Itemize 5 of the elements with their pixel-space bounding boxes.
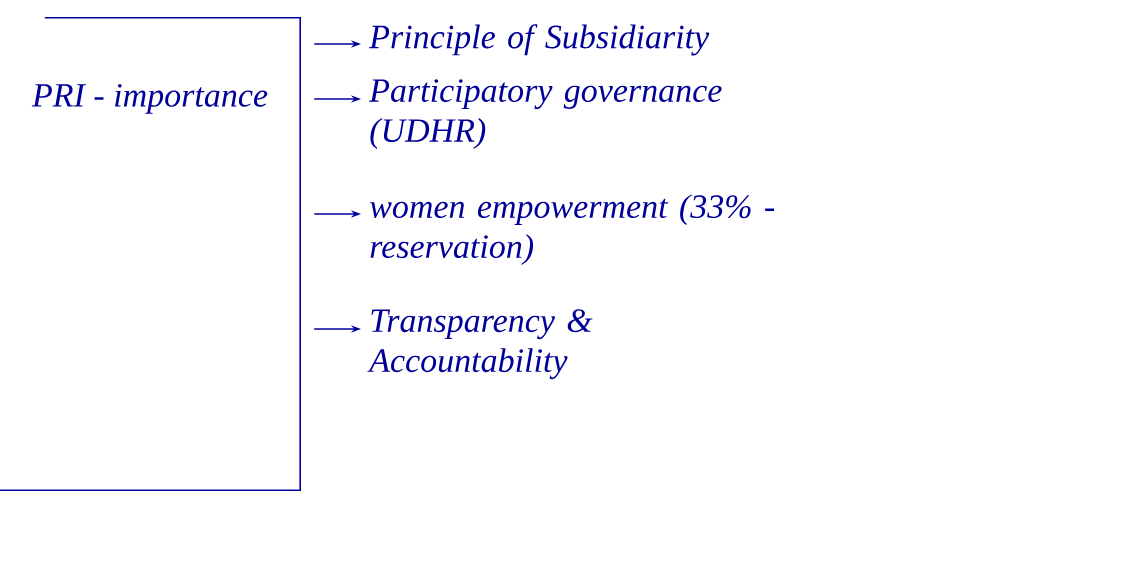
item-text: women empowerment (33% - reservation) — [370, 194, 774, 265]
bracket-box: PRI - importance — [0, 17, 301, 491]
item-text: Transparency & Accountability — [367, 309, 593, 380]
item-text: Participatory governance (UDHR) — [369, 79, 722, 149]
item-text: Principle of Subsidiarity — [369, 24, 710, 56]
